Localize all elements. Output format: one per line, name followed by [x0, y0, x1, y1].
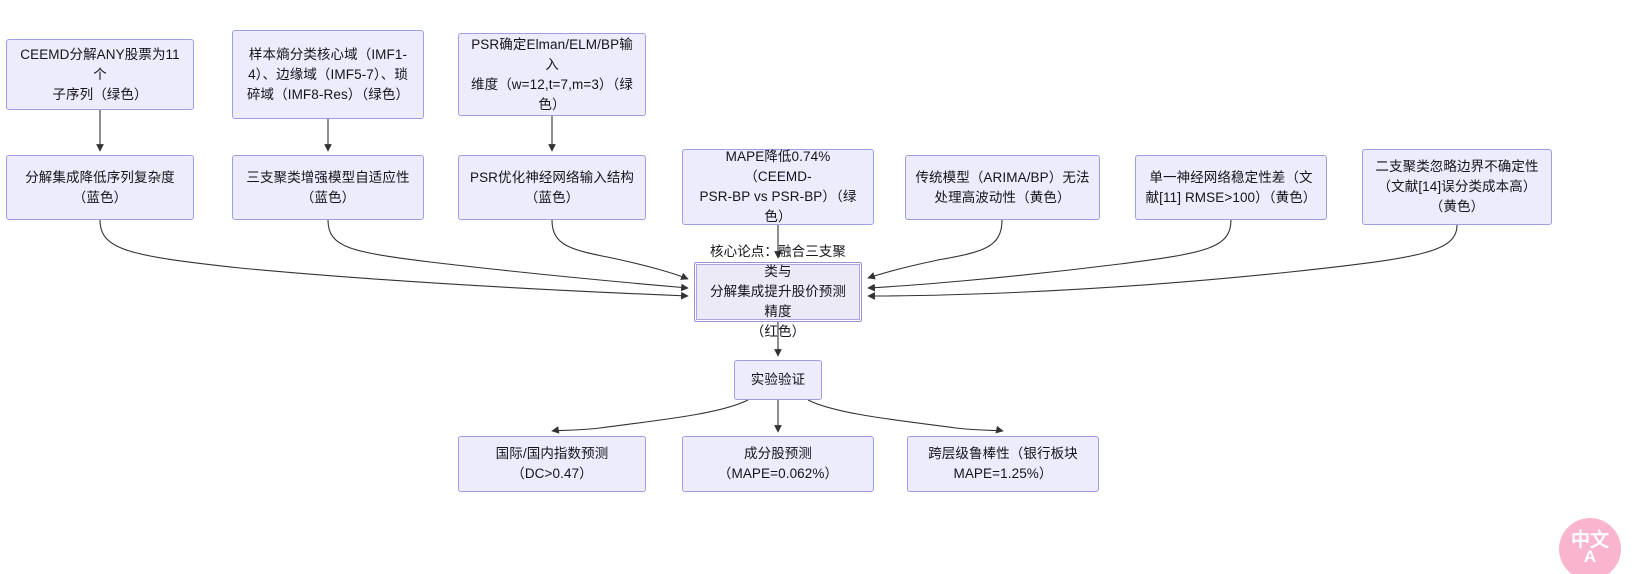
node-psr-optimizes-network-input[interactable]: PSR优化神经网络输入结构 （蓝色）: [458, 155, 646, 220]
node-label: 国际/国内指数预测 （DC>0.47）: [495, 446, 609, 481]
node-traditional-model-gap[interactable]: 传统模型（ARIMA/BP）无法 处理高波动性（黄色）: [905, 155, 1100, 220]
node-psr-input-dimension[interactable]: PSR确定Elman/ELM/BP输入 维度（w=12,t=7,m=3）（绿 色…: [458, 33, 646, 116]
node-label: 单一神经网络稳定性差（文 献[11] RMSE>100）（黄色）: [1145, 169, 1317, 205]
node-index-prediction-result[interactable]: 国际/国内指数预测 （DC>0.47）: [458, 436, 646, 492]
edge-n12-n15: [807, 399, 1004, 434]
watermark-line1: 中文: [1570, 530, 1609, 551]
node-decomposition-reduces-complexity[interactable]: 分解集成降低序列复杂度 （蓝色）: [6, 155, 194, 220]
translate-widget-icon[interactable]: 中文 A: [1559, 518, 1621, 574]
node-experimental-validation[interactable]: 实验验证: [734, 360, 822, 400]
node-ceemd-decomposition[interactable]: CEEMD分解ANY股票为11个 子序列（绿色）: [6, 39, 194, 110]
node-label: 二支聚类忽略边界不确定性 （文献[14]误分类成本高） （黄色）: [1375, 159, 1539, 214]
node-three-way-clustering-adaptivity[interactable]: 三支聚类增强模型自适应性 （蓝色）: [232, 155, 424, 220]
watermark-line2: A: [1583, 547, 1597, 566]
node-cross-level-robustness-result[interactable]: 跨层级鲁棒性（银行板块 MAPE=1.25%）: [907, 436, 1099, 492]
node-label: 成分股预测 （MAPE=0.062%）: [717, 446, 839, 481]
edge-n8-n11: [867, 219, 1003, 280]
edge-n6-n11: [551, 219, 689, 280]
node-label: CEEMD分解ANY股票为11个 子序列（绿色）: [20, 46, 180, 102]
node-two-way-clustering-gap[interactable]: 二支聚类忽略边界不确定性 （文献[14]误分类成本高） （黄色）: [1362, 149, 1552, 225]
node-label: PSR优化神经网络输入结构 （蓝色）: [469, 169, 635, 205]
node-label: 实验验证: [750, 372, 806, 387]
node-sample-entropy-classification[interactable]: 样本熵分类核心域（IMF1- 4）、边缘域（IMF5-7）、琐 碎域（IMF8-…: [232, 30, 424, 119]
node-label: PSR确定Elman/ELM/BP输入 维度（w=12,t=7,m=3）（绿 色…: [471, 36, 633, 112]
node-mape-reduction-evidence[interactable]: MAPE降低0.74%（CEEMD- PSR-BP vs PSR-BP）（绿 色…: [682, 149, 874, 225]
node-label: 跨层级鲁棒性（银行板块 MAPE=1.25%）: [928, 446, 1078, 481]
node-label: MAPE降低0.74%（CEEMD- PSR-BP vs PSR-BP）（绿 色…: [699, 149, 857, 224]
node-single-network-instability-gap[interactable]: 单一神经网络稳定性差（文 献[11] RMSE>100）（黄色）: [1135, 155, 1327, 220]
node-label: 传统模型（ARIMA/BP）无法 处理高波动性（黄色）: [915, 169, 1090, 205]
edge-n12-n13: [551, 399, 749, 434]
node-label: 分解集成降低序列复杂度 （蓝色）: [25, 169, 175, 205]
node-label: 三支聚类增强模型自适应性 （蓝色）: [246, 169, 410, 205]
node-label: 样本熵分类核心域（IMF1- 4）、边缘域（IMF5-7）、琐 碎域（IMF8-…: [246, 46, 410, 102]
edge-n9-n11: [867, 219, 1232, 292]
node-core-thesis[interactable]: 核心论点：融合三支聚类与 分解集成提升股价预测精度 （红色）: [694, 244, 862, 339]
edge-n10-n11: [867, 224, 1458, 300]
edge-n5-n11: [327, 219, 689, 292]
node-label: 核心论点：融合三支聚类与 分解集成提升股价预测精度 （红色）: [710, 244, 846, 339]
node-constituent-stock-result[interactable]: 成分股预测 （MAPE=0.062%）: [682, 436, 874, 492]
edge-n4-n11: [99, 219, 689, 300]
